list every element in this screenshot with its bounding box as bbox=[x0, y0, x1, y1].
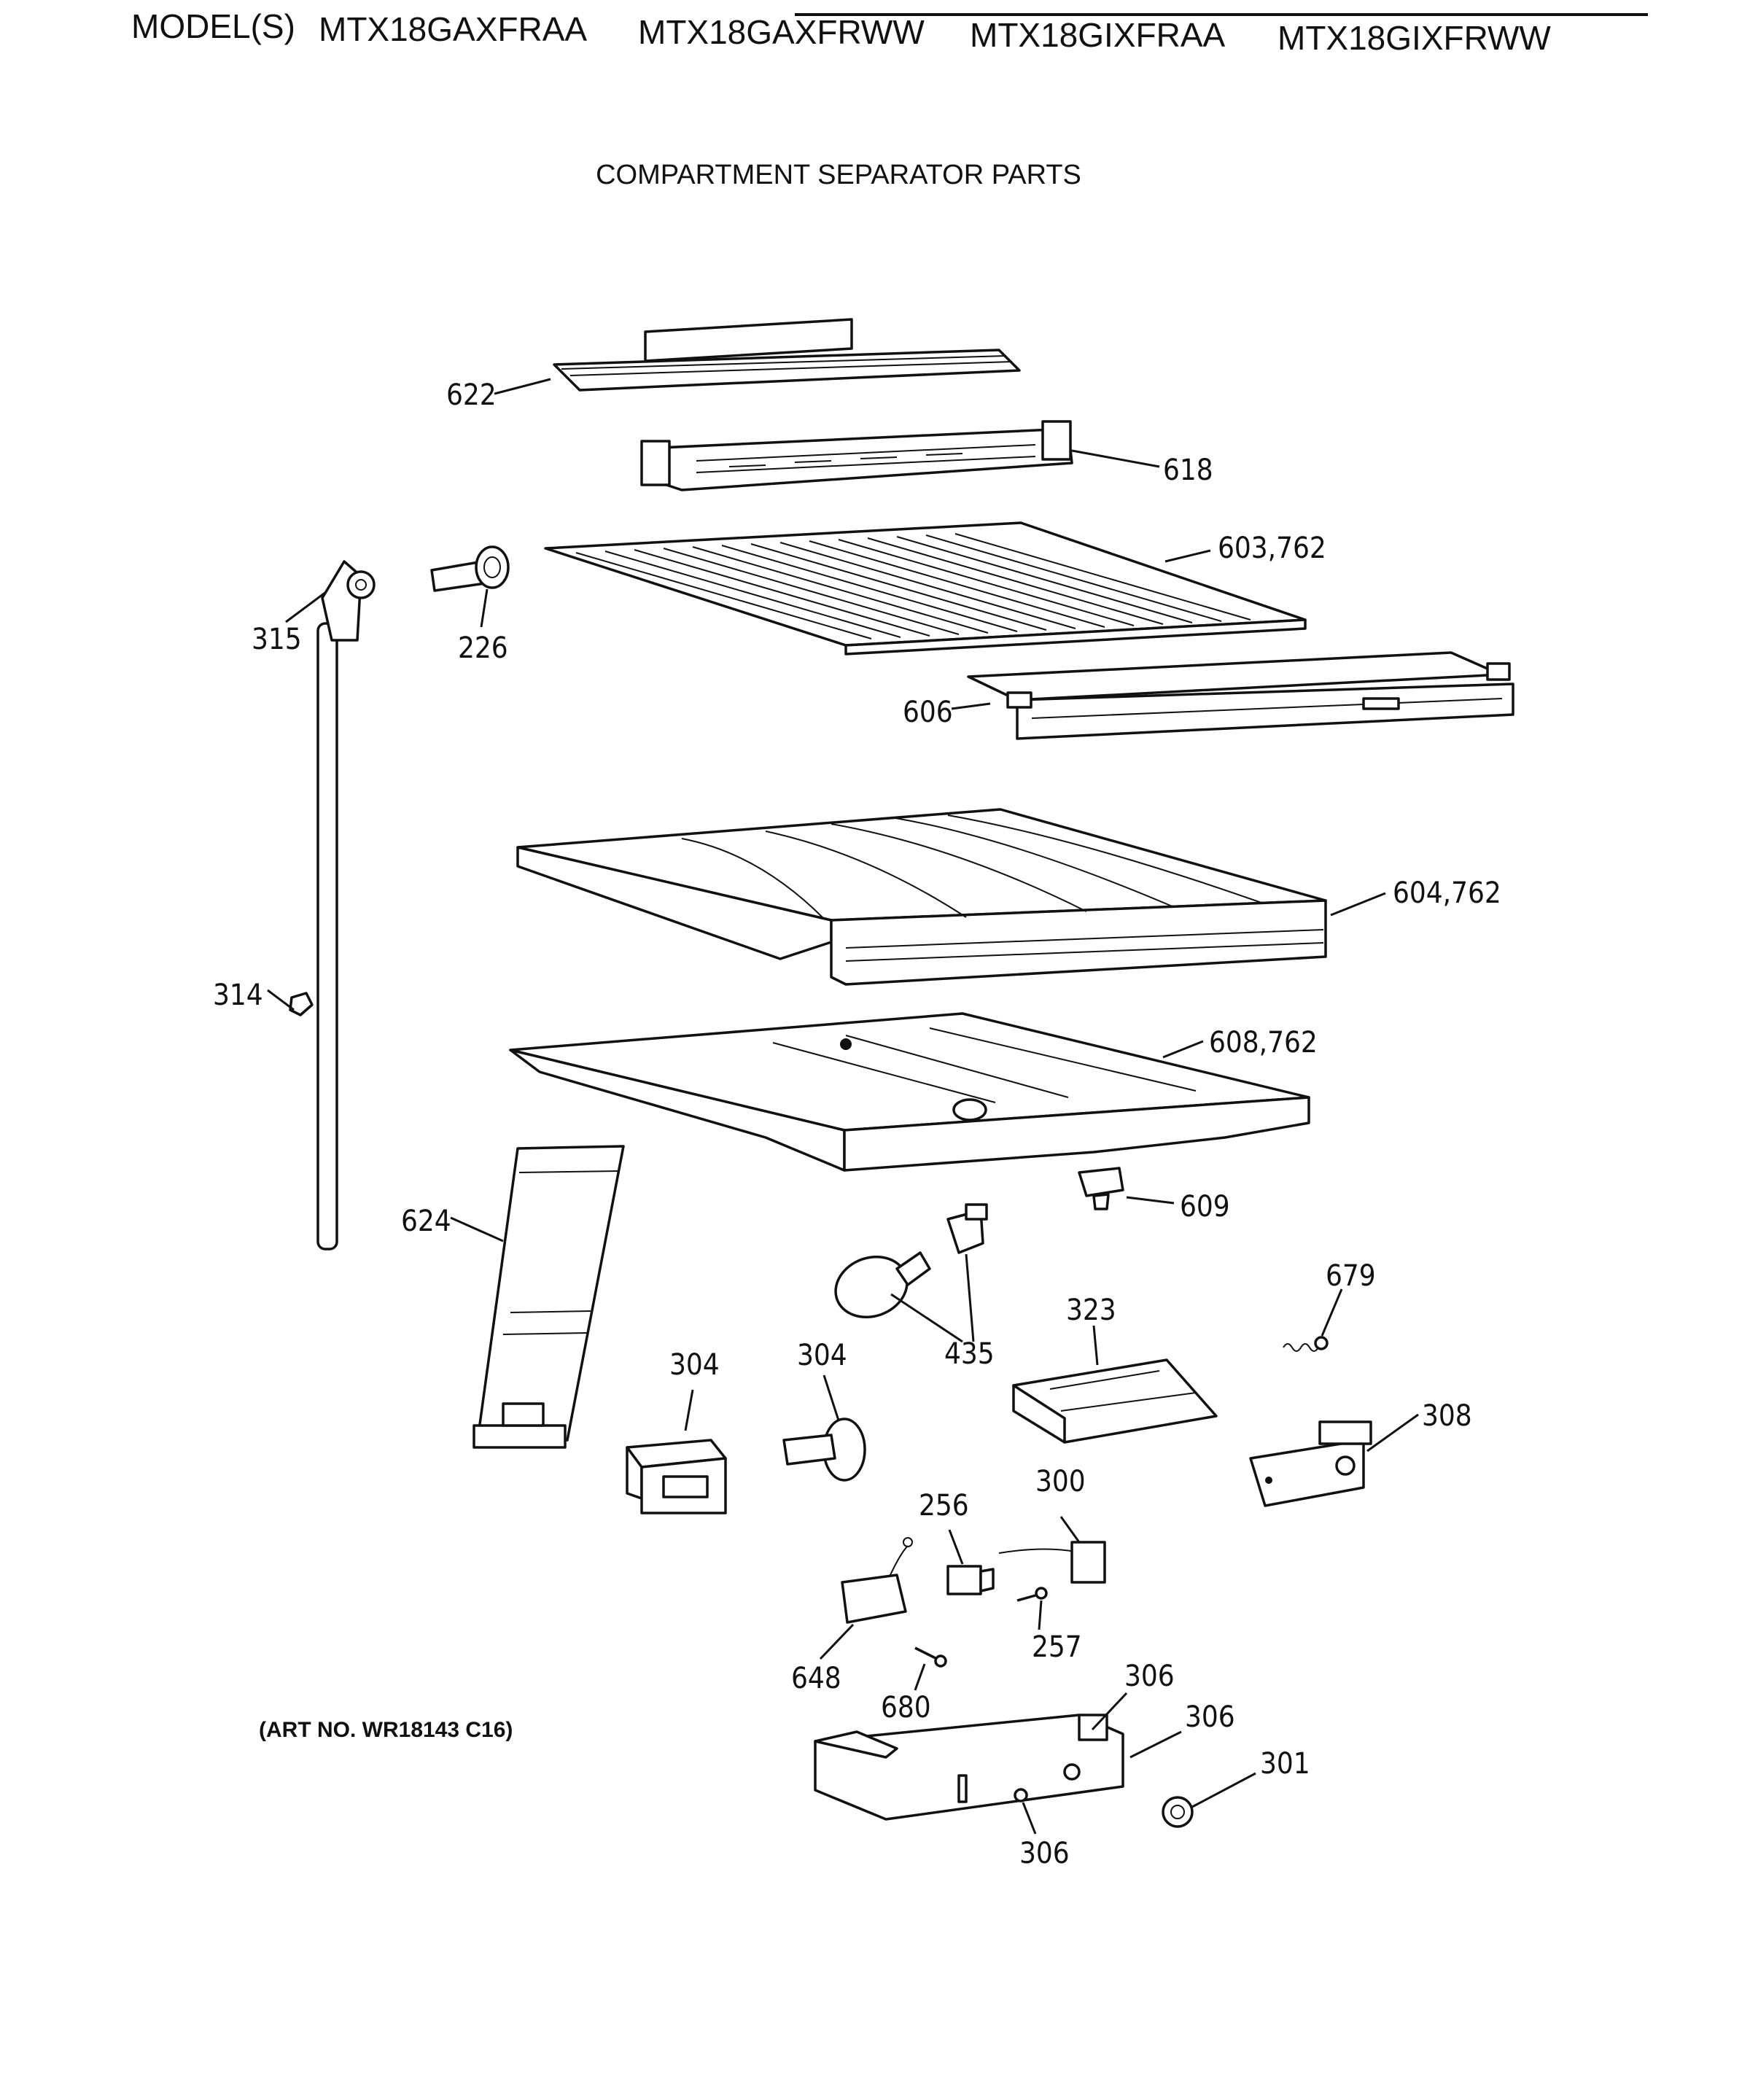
callout-323: 323 bbox=[1066, 1294, 1116, 1327]
part-304-housing bbox=[626, 1439, 727, 1514]
part-308-bracket bbox=[1249, 1420, 1372, 1507]
part-257-screw bbox=[1016, 1587, 1048, 1602]
part-622-cover bbox=[553, 318, 1021, 392]
part-624-panel bbox=[472, 1145, 625, 1449]
model-1: MTX18GAXFRAA bbox=[319, 10, 587, 48]
leader-lines bbox=[267, 378, 1419, 1835]
models-prefix: MODEL(S) bbox=[131, 7, 295, 45]
part-608-separator bbox=[509, 1012, 1310, 1172]
callout-256: 256 bbox=[919, 1489, 969, 1522]
part-314-clip bbox=[289, 992, 314, 1016]
callout-304-housing: 304 bbox=[669, 1348, 720, 1382]
model-4: MTX18GIXFRWW bbox=[1278, 19, 1551, 57]
part-606-trim bbox=[967, 651, 1514, 740]
callout-435: 435 bbox=[944, 1337, 995, 1371]
part-300-thermostat bbox=[998, 1541, 1106, 1584]
part-323-box bbox=[1012, 1358, 1218, 1444]
callout-226: 226 bbox=[458, 631, 508, 665]
callout-680: 680 bbox=[881, 1691, 931, 1724]
callout-603-762: 603,762 bbox=[1218, 532, 1326, 565]
diagram-title: COMPARTMENT SEPARATOR PARTS bbox=[596, 160, 1081, 190]
part-226-bushing bbox=[430, 545, 510, 592]
part-304-dial bbox=[782, 1418, 866, 1482]
part-648-switch bbox=[841, 1537, 913, 1624]
callout-648: 648 bbox=[791, 1662, 841, 1695]
callout-306-bottom: 306 bbox=[1019, 1837, 1070, 1870]
callout-608-762: 608,762 bbox=[1209, 1026, 1318, 1059]
part-301-cap bbox=[1162, 1796, 1194, 1828]
callout-301: 301 bbox=[1260, 1747, 1310, 1781]
model-2: MTX18GAXFRWW bbox=[638, 13, 925, 51]
part-680-screw bbox=[914, 1646, 947, 1668]
part-306-bracket bbox=[814, 1714, 1124, 1821]
callout-306-right: 306 bbox=[1185, 1700, 1235, 1734]
model-3: MTX18GIXFRAA bbox=[970, 16, 1226, 54]
callout-314: 314 bbox=[213, 979, 263, 1012]
part-609-clip bbox=[1078, 1167, 1124, 1210]
callout-624: 624 bbox=[401, 1205, 451, 1238]
part-618-bracket bbox=[640, 420, 1073, 491]
art-number: (ART NO. WR18143 C16) bbox=[259, 1718, 513, 1742]
callout-618: 618 bbox=[1163, 454, 1213, 487]
part-435-bulb bbox=[834, 1251, 931, 1319]
callout-315: 315 bbox=[252, 623, 302, 656]
part-604-separator bbox=[516, 808, 1327, 986]
part-603-grille-shelf bbox=[544, 521, 1307, 656]
callout-622: 622 bbox=[446, 378, 497, 412]
callout-308: 308 bbox=[1422, 1399, 1472, 1433]
callout-306-top: 306 bbox=[1124, 1660, 1175, 1693]
callout-679: 679 bbox=[1326, 1259, 1376, 1293]
part-435-socket bbox=[946, 1203, 988, 1254]
callout-609: 609 bbox=[1180, 1190, 1230, 1224]
callout-300: 300 bbox=[1035, 1465, 1086, 1498]
part-679-spring bbox=[1283, 1336, 1329, 1352]
callout-257: 257 bbox=[1032, 1630, 1082, 1664]
callout-606: 606 bbox=[903, 696, 953, 729]
callout-304-dial: 304 bbox=[797, 1339, 847, 1372]
callout-604-762: 604,762 bbox=[1393, 876, 1501, 910]
part-315-rod bbox=[316, 560, 376, 1251]
part-256-switch bbox=[946, 1565, 995, 1595]
